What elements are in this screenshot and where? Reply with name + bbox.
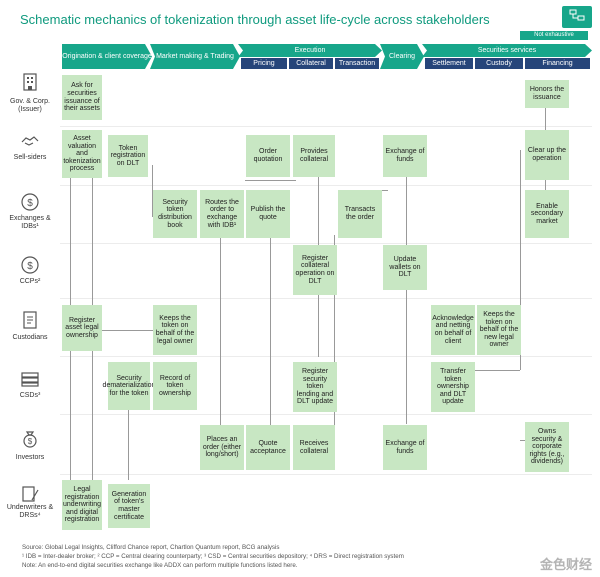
connector-line — [128, 410, 129, 480]
box-ask-securities: Ask for securities issuance of their ass… — [62, 75, 102, 120]
row-label-custodians: Custodians — [12, 334, 48, 341]
box-keeps-token-legal-owner: Keeps the token on behalf of the legal o… — [153, 305, 197, 355]
stage-market-making: Market making & Trading — [150, 44, 240, 69]
connector-line — [520, 150, 521, 370]
box-token-registration: Token registration on DLT — [108, 135, 148, 177]
building-icon — [23, 73, 37, 91]
not-exhaustive-badge: Not exhaustive — [520, 31, 588, 40]
box-order-quotation: Order quotation — [246, 135, 290, 177]
box-enable-secondary: Enable secondary market — [525, 190, 569, 238]
dollar-coin-icon: $ — [21, 193, 39, 211]
connector-line — [545, 108, 546, 130]
watermark: 金色财经 — [539, 557, 592, 572]
box-publish-quote: Publish the quote — [246, 190, 290, 238]
connector-line — [520, 440, 526, 441]
box-record-token-ownership: Record of token ownership — [153, 362, 197, 410]
money-bag-icon: $ — [23, 431, 37, 448]
row-label-ccps: CCPs² — [19, 278, 41, 285]
connector-line — [406, 170, 407, 245]
row-divider — [60, 414, 592, 415]
row-label-investors: Investors — [15, 454, 45, 461]
substage-pricing: Pricing — [241, 58, 287, 69]
connector-line — [406, 290, 407, 424]
row-divider — [60, 243, 592, 244]
box-update-wallets: Update wallets on DLT — [383, 245, 427, 290]
row-divider — [60, 474, 592, 475]
row-label-underwriters: Underwriters & DRSs⁴ — [6, 504, 54, 519]
box-transfer-token: Transfer token ownership and DLT update — [431, 362, 475, 412]
row-label-csds: CSDs³ — [19, 392, 41, 399]
box-security-dematerialization: Security dematerialization for the token — [103, 362, 155, 410]
connector-line — [220, 233, 221, 425]
svg-text:$: $ — [28, 437, 33, 446]
row-divider — [60, 126, 592, 127]
connector-line — [545, 180, 546, 195]
dollar-circle-icon: $ — [21, 256, 39, 274]
connector-line — [152, 165, 153, 217]
page-title: Schematic mechanics of tokenization thro… — [20, 12, 490, 27]
box-exchange-funds-investors: Exchange of funds — [383, 425, 427, 470]
connector-line — [245, 180, 296, 181]
box-transacts-order: Transacts the order — [338, 190, 382, 238]
bcg-logo-icon — [562, 6, 592, 28]
substage-collateral: Collateral — [289, 58, 333, 69]
stage-securities-services: Securities services — [422, 44, 592, 57]
footer-source: Source: Global Legal Insights, Clifford … — [22, 544, 280, 551]
box-quote-acceptance: Quote acceptance — [246, 425, 290, 470]
stage-execution: Execution — [238, 44, 382, 57]
substage-custody: Custody — [475, 58, 523, 69]
row-divider — [60, 185, 592, 186]
footer-note: Note: An end-to-end digital securities e… — [22, 562, 298, 569]
box-clear-up: Clear up the operation — [525, 130, 569, 180]
box-exchange-funds-sell-siders: Exchange of funds — [383, 135, 427, 177]
box-owns-security: Owns security & corporate rights (e.g., … — [525, 422, 569, 472]
substage-financing: Financing — [525, 58, 590, 69]
row-label-issuer: Gov. & Corp. (Issuer) — [10, 98, 50, 113]
row-label-sell-siders: Sell-siders — [13, 154, 47, 161]
row-divider — [60, 298, 592, 299]
footer-abbreviations: ¹ IDB = Inter-dealer broker; ² CCP = Cen… — [22, 553, 404, 560]
box-provides-collateral: Provides collateral — [293, 135, 335, 177]
box-receives-collateral: Receives collateral — [293, 425, 335, 470]
box-register-legal-ownership: Register asset legal ownership — [62, 305, 102, 351]
box-acknowledge-netting: Acknowledge and netting on behalf of cli… — [431, 305, 475, 355]
svg-text:$: $ — [27, 198, 33, 209]
stage-clearing: Clearing — [380, 44, 424, 69]
box-honors-issuance: Honors the issuance — [525, 80, 569, 108]
box-register-collateral: Register collateral operation on DLT — [293, 245, 337, 295]
row-divider — [60, 356, 592, 357]
box-keeps-token-new-owner: Keeps the token on behalf of the new leg… — [477, 305, 521, 355]
svg-text:$: $ — [27, 261, 33, 272]
box-asset-valuation: Asset valuation and tokenization process — [62, 130, 102, 178]
box-routes-order: Routes the order to exchange with IDB¹ — [200, 190, 244, 238]
box-legal-registration: Legal registration underwriting and digi… — [62, 480, 102, 530]
connector-line — [318, 170, 319, 245]
connector-line — [475, 370, 520, 371]
signature-icon — [22, 486, 39, 502]
substage-settlement: Settlement — [425, 58, 473, 69]
row-label-exchanges: Exchanges & IDBs¹ — [9, 215, 51, 230]
box-register-lending: Register security token lending and DLT … — [293, 362, 337, 412]
box-generation-certificate: Generation of token's master certificate — [108, 484, 150, 528]
cash-stack-icon — [21, 372, 39, 387]
handshake-icon — [21, 136, 39, 146]
box-security-token-distribution: Security token distribution book — [153, 190, 197, 238]
connector-line — [270, 235, 271, 425]
stage-origination: Origination & client coverage — [62, 44, 152, 69]
connector-line — [334, 235, 335, 425]
substage-transaction: Transaction — [335, 58, 379, 69]
connector-line — [318, 295, 319, 357]
box-places-order: Places an order (either long/short) — [200, 425, 244, 470]
document-icon — [23, 311, 37, 329]
connector-line — [101, 330, 153, 331]
